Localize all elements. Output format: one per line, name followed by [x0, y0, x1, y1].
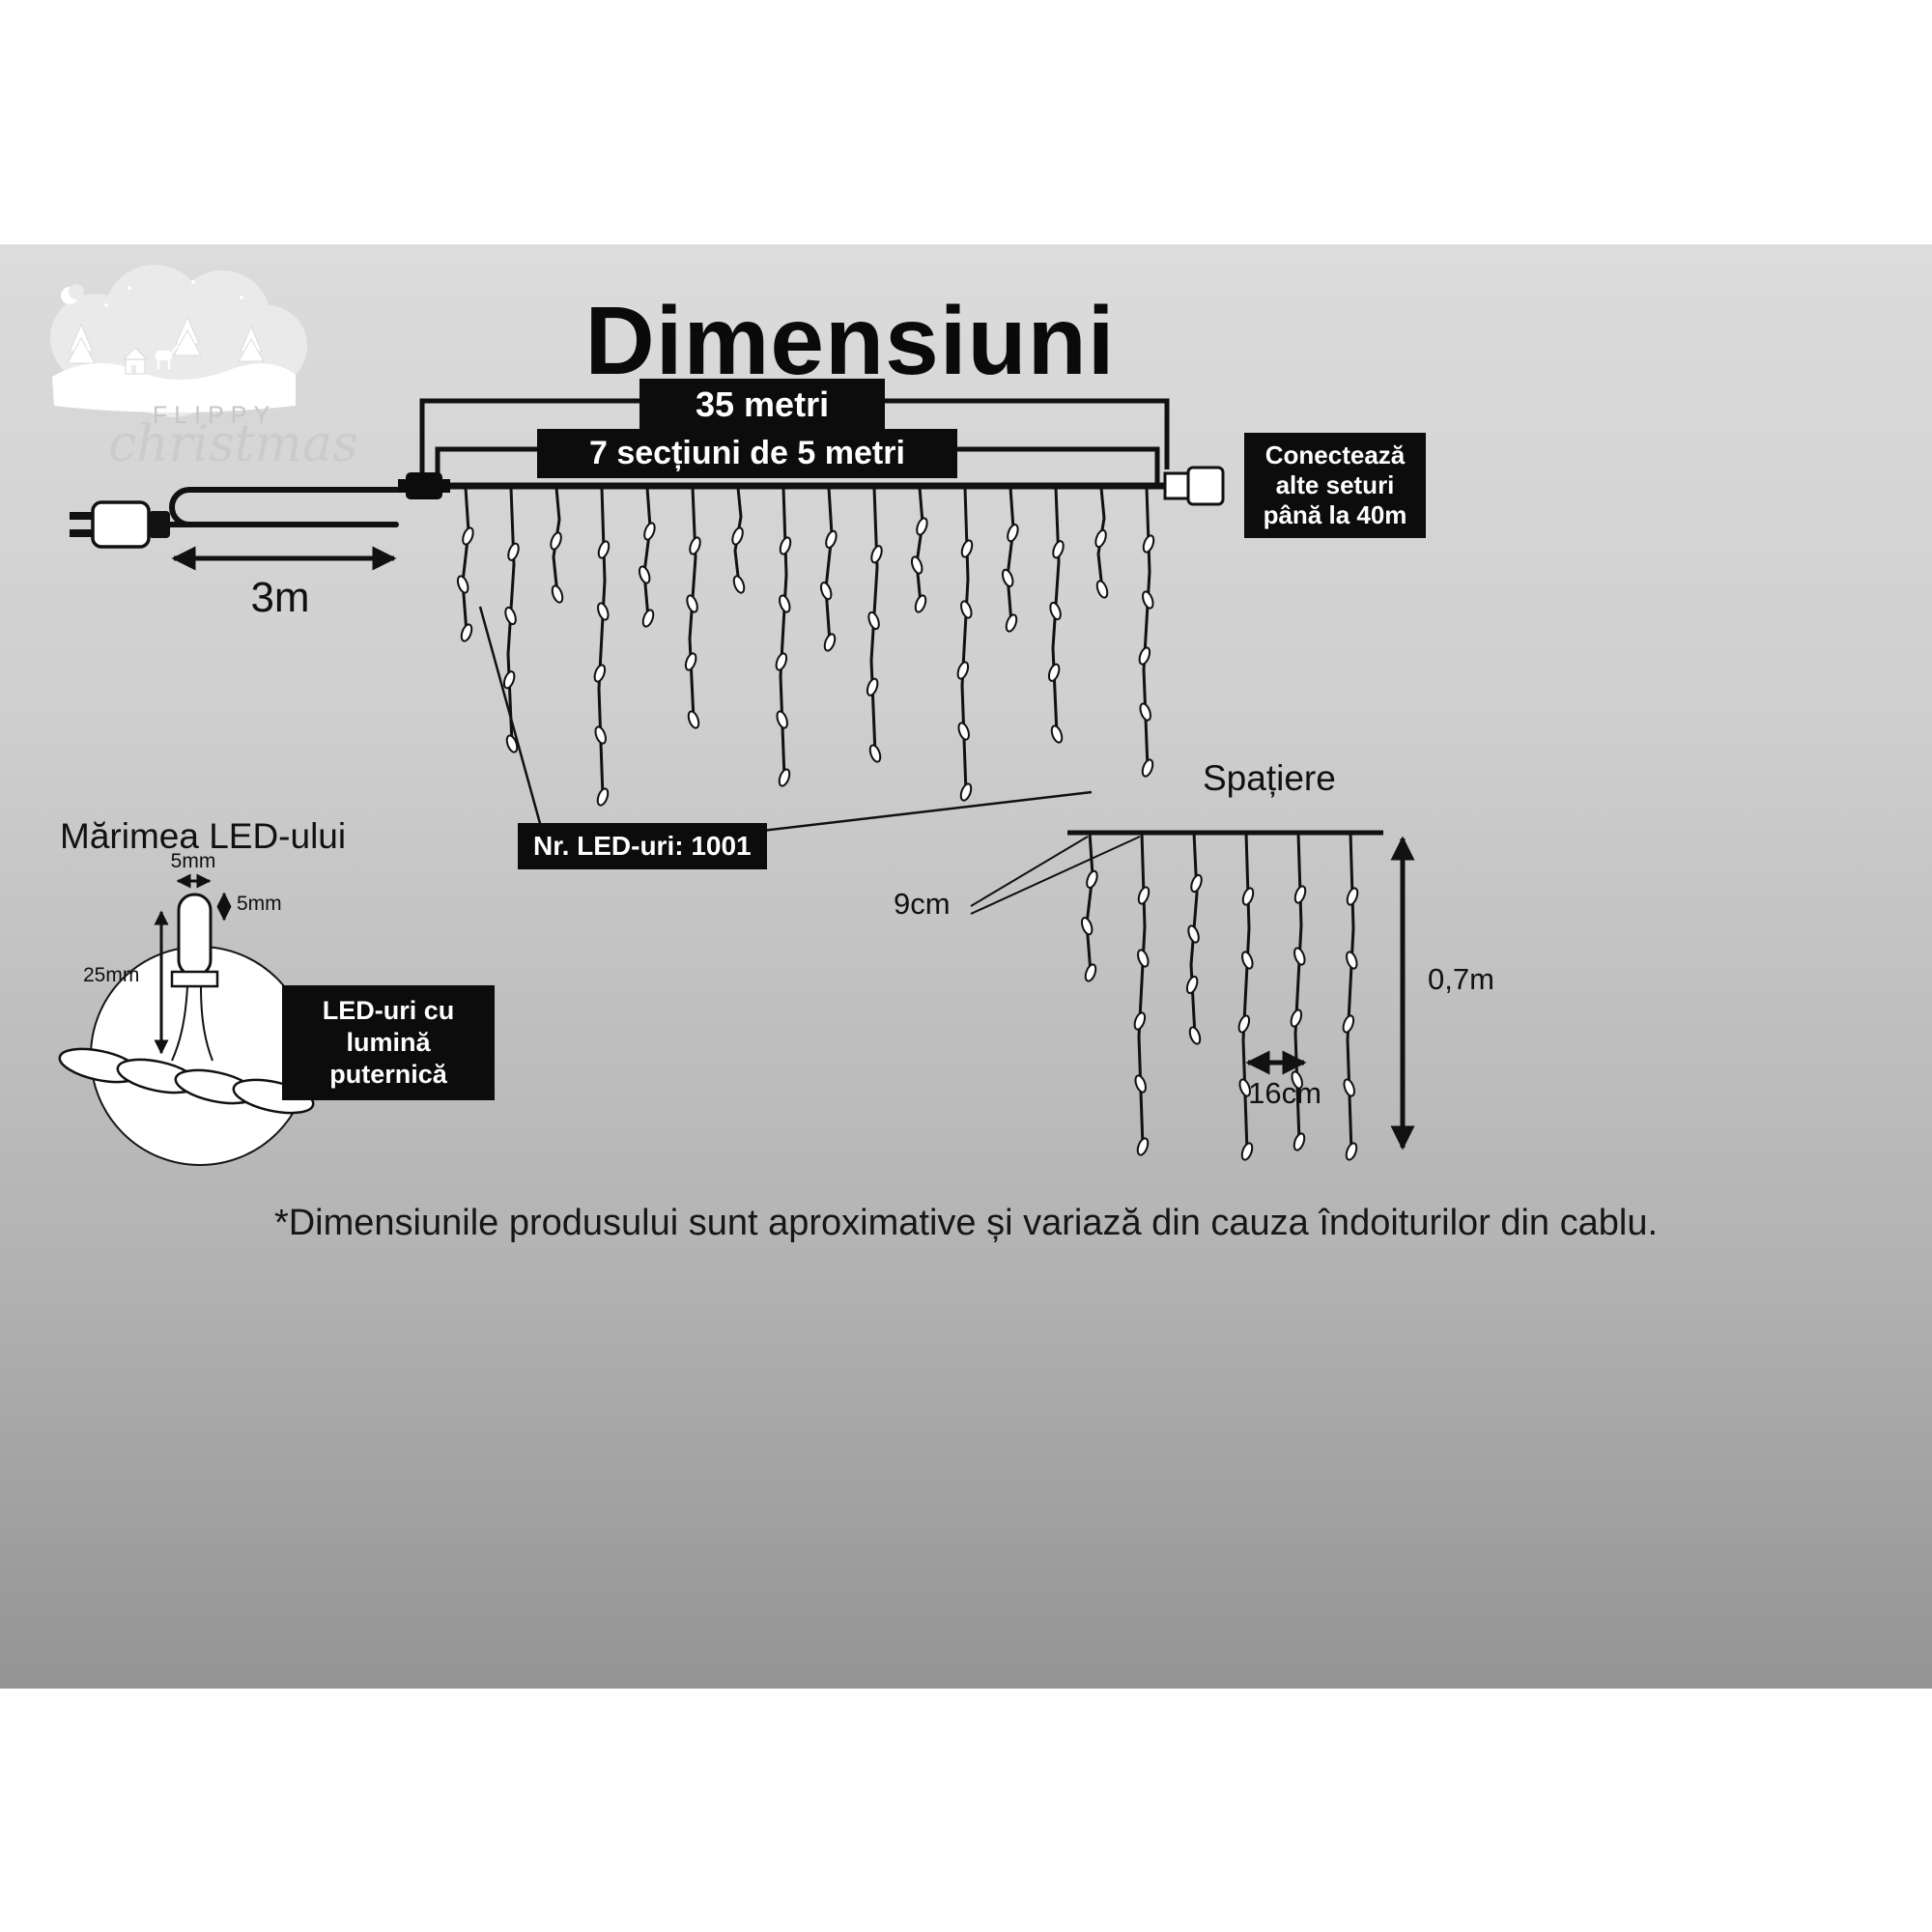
- brand-script: christmas: [108, 415, 358, 473]
- lead-length-label: 3m: [250, 574, 310, 621]
- icicle-drop: [1342, 832, 1359, 1161]
- icicle-drop: [1001, 487, 1019, 633]
- icicle-drops-main: [456, 487, 1155, 807]
- power-plug-icon: [70, 500, 170, 549]
- led-note-badge: LED-uri cu lumină puternică: [282, 985, 495, 1100]
- end-connector-icon: [1163, 466, 1225, 506]
- led-count-pointer-left: [478, 606, 543, 828]
- spacing-heading: Spațiere: [1203, 758, 1336, 798]
- icicle-drop: [910, 487, 928, 613]
- icicle-drop: [775, 487, 792, 787]
- icicle-drop: [1138, 487, 1155, 778]
- lead-cable: [167, 487, 425, 527]
- icicle-drop: [1094, 487, 1109, 599]
- junction-connector-icon: [398, 472, 450, 499]
- christmas-scene-logo-icon: [50, 265, 307, 417]
- icicle-drop: [731, 487, 746, 594]
- icicle-drop: [456, 487, 474, 642]
- led-measure-arrows: [154, 873, 232, 1055]
- sections-badge: 7 secțiuni de 5 metri: [537, 429, 957, 478]
- brand-name: FLIPPY: [153, 402, 277, 429]
- icicle-drops-spacing: [1080, 832, 1359, 1161]
- bulb-width-label: 5mm: [170, 850, 216, 872]
- led-bulb-icon: [170, 893, 219, 1062]
- led-spacing-label: 16cm: [1248, 1076, 1321, 1110]
- bulb-height-label: 5mm: [237, 893, 282, 915]
- led-size-heading: Mărimea LED-ului: [60, 816, 347, 856]
- drop-spacing-pointer-lines: [970, 836, 1141, 915]
- icicle-drop: [1237, 832, 1255, 1161]
- drop-spacing-label: 9cm: [894, 887, 951, 921]
- page-title: Dimensiuni: [584, 287, 1116, 395]
- icicle-drop: [1080, 832, 1098, 982]
- icicle-drop: [550, 487, 564, 604]
- icicle-drop: [684, 487, 701, 729]
- icicle-drop: [1185, 832, 1203, 1045]
- led-count-badge: Nr. LED-uri: 1001: [518, 823, 767, 869]
- connector-note-badge: Conectează alte seturi până la 40m: [1244, 433, 1426, 538]
- icicle-drop: [1133, 832, 1151, 1156]
- icicle-drop: [638, 487, 656, 628]
- icicle-drop: [502, 487, 520, 753]
- icicle-drop: [1290, 832, 1307, 1151]
- icicle-drop: [819, 487, 838, 652]
- drop-length-label: 0,7m: [1428, 962, 1494, 996]
- icicle-drop: [1047, 487, 1065, 744]
- total-length-badge: 35 metri: [639, 379, 886, 431]
- disclaimer-text: *Dimensiunile produsului sunt aproximati…: [273, 1203, 1659, 1243]
- icicle-drop: [956, 487, 974, 802]
- icicle-drop: [866, 487, 883, 763]
- bulb-body-label: 25mm: [83, 964, 140, 986]
- icicle-drop: [593, 487, 611, 807]
